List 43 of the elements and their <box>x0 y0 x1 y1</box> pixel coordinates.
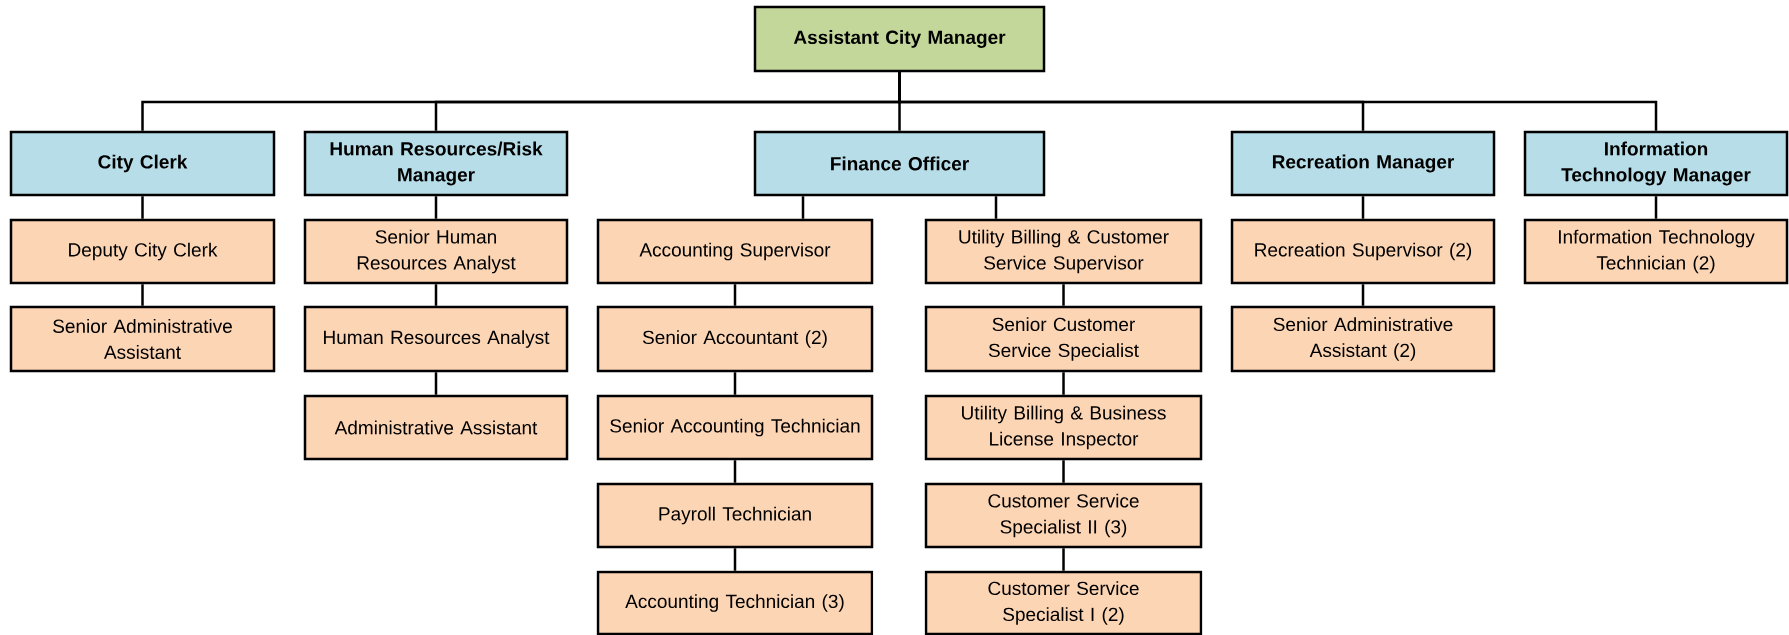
connector-line <box>994 196 998 219</box>
department-box: City Clerk <box>9 130 276 197</box>
connector-line <box>434 284 438 306</box>
position-box: Senior Administrative Assistant (2) <box>1230 305 1496 373</box>
connector-line <box>733 372 737 395</box>
position-box: Customer Service Specialist II (3) <box>924 482 1203 549</box>
connector-line <box>141 284 144 306</box>
position-box: Payroll Technician <box>596 482 874 549</box>
connector-line <box>1062 372 1065 395</box>
connector-line <box>733 284 737 306</box>
department-box: Recreation Manager <box>1230 130 1496 197</box>
position-box: Accounting Technician (3) <box>596 570 874 635</box>
position-box: Customer Service Specialist I (2) <box>924 570 1203 635</box>
connector-line <box>1062 284 1065 306</box>
connector-line <box>141 196 144 219</box>
position-box: Deputy City Clerk <box>9 218 276 285</box>
position-box: Accounting Supervisor <box>596 218 874 285</box>
connector-line <box>1654 196 1658 219</box>
position-box: Senior Accountant (2) <box>596 305 874 373</box>
connector-line <box>1361 196 1365 219</box>
position-box: Senior Customer Service Specialist <box>924 305 1203 373</box>
position-box: Senior Human Resources Analyst <box>303 218 569 285</box>
position-box: Utility Billing & Business License Inspector <box>924 394 1203 461</box>
connector-line <box>898 72 1658 131</box>
position-box: Utility Billing & Customer Service Supervisor <box>924 218 1203 285</box>
position-box: Recreation Supervisor (2) <box>1230 218 1496 285</box>
position-box: Administrative Assistant <box>303 394 569 461</box>
department-box: Information Technology Manager <box>1523 130 1789 197</box>
position-box: Senior Accounting Technician <box>596 394 874 461</box>
connector-line <box>434 196 438 219</box>
connector-line <box>733 460 737 483</box>
position-box: Senior Administrative Assistant <box>9 305 276 373</box>
connector-line <box>434 372 438 395</box>
connector-line <box>1062 460 1065 483</box>
department-box: Human Resources/Risk Manager <box>303 130 569 197</box>
connector-line <box>1361 284 1365 306</box>
department-box: Finance Officer <box>753 130 1046 197</box>
position-box: Human Resources Analyst <box>303 305 569 373</box>
connector-line <box>733 548 737 571</box>
connector-line <box>801 196 805 219</box>
manager-box: Assistant City Manager <box>753 5 1046 73</box>
position-box: Information Technology Technician (2) <box>1523 218 1789 285</box>
connector-line <box>1062 548 1065 571</box>
